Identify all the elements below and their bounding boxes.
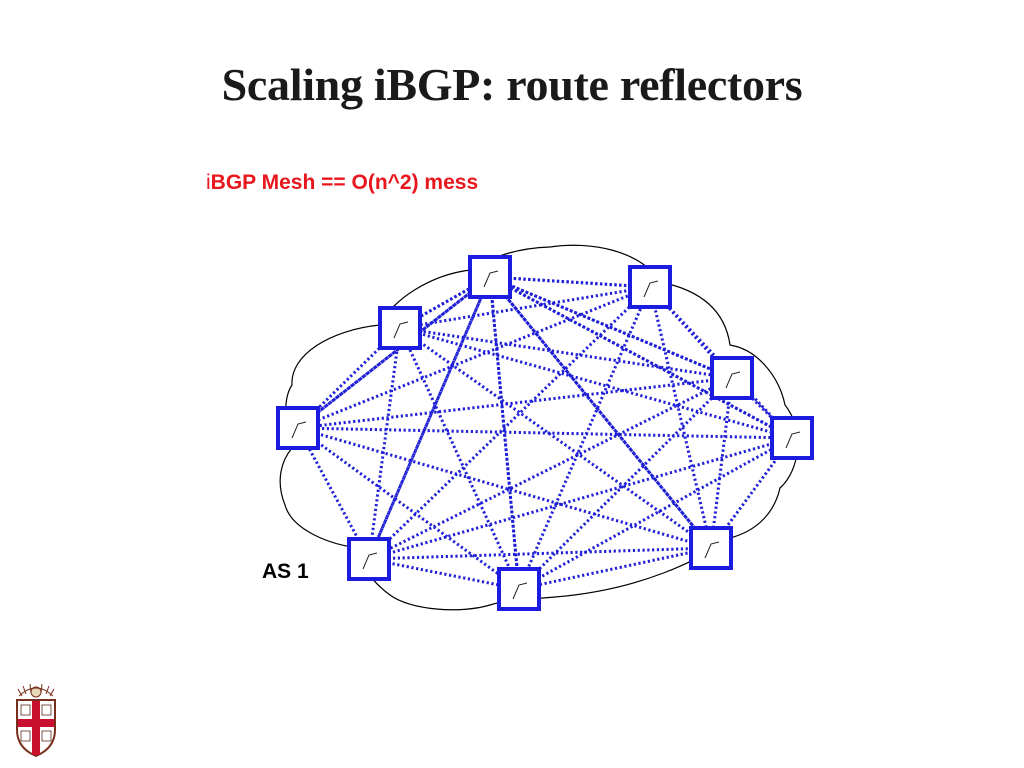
mesh-link-r6-r9 bbox=[518, 436, 793, 591]
subtitle-prefix: i bbox=[206, 171, 211, 194]
router-r9 bbox=[497, 567, 541, 611]
mesh-link-r1-r7 bbox=[367, 276, 492, 560]
router-r7 bbox=[347, 537, 391, 581]
mesh-links bbox=[296, 275, 794, 591]
router-r1 bbox=[468, 255, 512, 299]
mesh-link-r9-r10 bbox=[488, 276, 521, 590]
mesh-link-r1-r9 bbox=[488, 276, 521, 590]
mesh-link-r4-r10 bbox=[489, 275, 733, 380]
router-r4 bbox=[710, 356, 754, 400]
mesh-link-r2-r6 bbox=[648, 285, 794, 440]
mesh-link-r4-r8 bbox=[709, 377, 734, 549]
mesh-link-r1-r6 bbox=[489, 275, 793, 440]
mesh-link-r8-r10 bbox=[488, 276, 713, 549]
mesh-link-r3-r4 bbox=[399, 326, 733, 380]
router-r8 bbox=[689, 526, 733, 570]
mesh-link-r3-r7 bbox=[367, 327, 402, 560]
mesh-link-r6-r8 bbox=[709, 437, 794, 549]
mesh-link-r3-r9 bbox=[398, 327, 521, 590]
mesh-link-r6-r7 bbox=[368, 436, 793, 561]
mesh-link-r3-r6 bbox=[399, 326, 793, 440]
mesh-link-r5-r10 bbox=[297, 275, 491, 430]
mesh-link-r3-r8 bbox=[399, 326, 712, 550]
university-shield-icon bbox=[16, 683, 56, 758]
mesh-link-r8-r9 bbox=[518, 546, 712, 591]
as-label: AS 1 bbox=[262, 560, 309, 583]
mesh-link-r5-r6 bbox=[297, 426, 793, 440]
mesh-link-r2-r3 bbox=[399, 285, 651, 330]
mesh-link-r4-r7 bbox=[368, 376, 733, 561]
router-r2 bbox=[628, 265, 672, 309]
subtitle: iBGP Mesh == O(n^2) mess bbox=[206, 171, 478, 195]
router-r6 bbox=[770, 416, 814, 460]
mesh-link-r2-r9 bbox=[517, 286, 652, 590]
mesh-link-r4-r5 bbox=[297, 376, 733, 430]
subtitle-main: BGP Mesh == O(n^2) mess bbox=[210, 171, 479, 194]
mesh-link-r7-r9 bbox=[368, 557, 520, 591]
router-r3 bbox=[378, 306, 422, 350]
slide-title: Scaling iBGP: route reflectors bbox=[221, 59, 803, 110]
mesh-link-r7-r10 bbox=[367, 276, 492, 560]
mesh-link-r2-r5 bbox=[297, 285, 651, 430]
mesh-link-r4-r9 bbox=[517, 376, 734, 591]
mesh-link-r7-r8 bbox=[368, 546, 712, 561]
mesh-link-r2-r8 bbox=[648, 286, 713, 549]
mesh-link-r6-r10 bbox=[489, 275, 793, 440]
mesh-link-r5-r9 bbox=[297, 426, 520, 591]
routers bbox=[276, 255, 814, 611]
router-r5 bbox=[276, 406, 320, 450]
